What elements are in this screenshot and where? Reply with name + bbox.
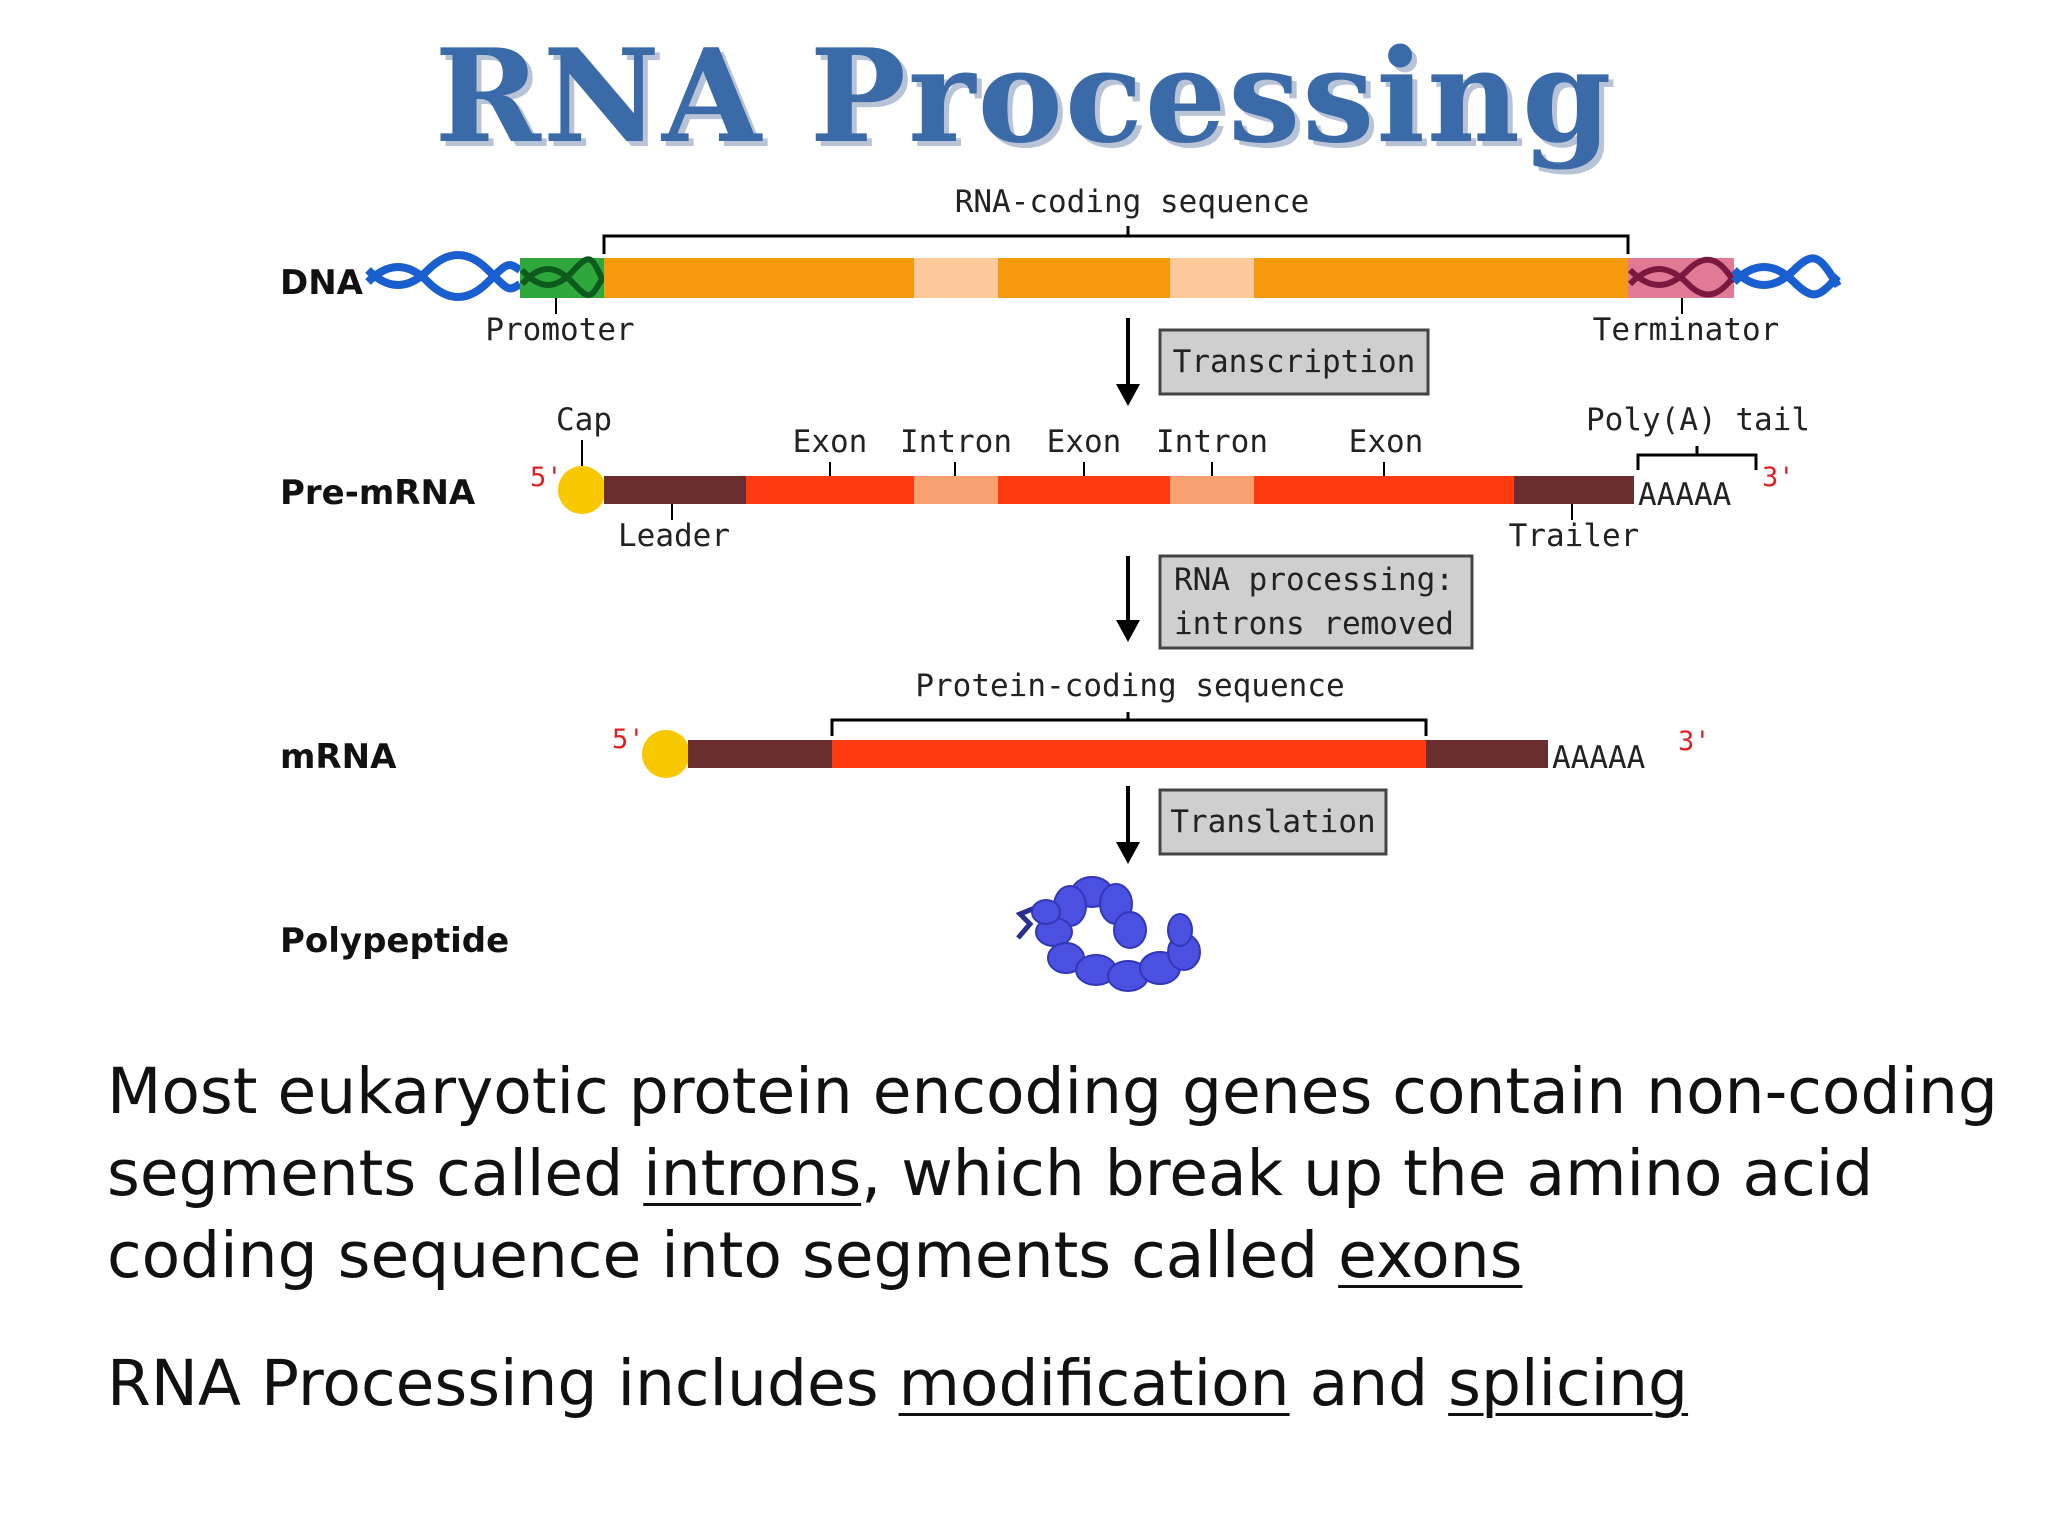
mrna-5-prime: 5' bbox=[612, 724, 645, 755]
poly-a-tail-label: Poly(A) tail bbox=[1586, 402, 1810, 438]
leader-label: Leader bbox=[618, 518, 730, 554]
promoter-label: Promoter bbox=[485, 312, 634, 348]
translation-label: Translation bbox=[1170, 804, 1375, 840]
dna-exon-1 bbox=[604, 258, 914, 298]
polypeptide-icon bbox=[1015, 876, 1201, 992]
row-label-mrna: mRNA bbox=[280, 737, 397, 777]
pre-mrna-exon-2 bbox=[998, 476, 1170, 504]
para1-text-b: , which break up the amino acid coding s… bbox=[107, 1137, 1874, 1292]
para2-text-a: RNA Processing includes bbox=[107, 1347, 899, 1420]
dna-intron-2 bbox=[1170, 258, 1254, 298]
row-label-dna: DNA bbox=[280, 263, 364, 303]
terminator-helix-icon bbox=[1627, 256, 1737, 298]
rna-processing-label-line1: RNA processing: bbox=[1174, 562, 1454, 598]
terminator-label: Terminator bbox=[1593, 312, 1780, 348]
intron-label-2: Intron bbox=[1156, 424, 1268, 460]
poly-a-tail-bracket bbox=[1636, 446, 1758, 470]
pre-mrna-intron-1 bbox=[914, 476, 998, 504]
mrna-trailer bbox=[1426, 740, 1548, 768]
promoter-helix-icon bbox=[519, 256, 607, 298]
mrna-cap bbox=[642, 730, 690, 778]
row-label-polypeptide: Polypeptide bbox=[280, 921, 509, 961]
mrna-3-prime: 3' bbox=[1678, 726, 1711, 757]
mrna-leader bbox=[688, 740, 832, 768]
pre-mrna-poly-a: AAAAA bbox=[1638, 477, 1732, 513]
dna-helix-right-icon bbox=[1731, 254, 1842, 299]
dna-helix-left-icon bbox=[365, 251, 523, 301]
dna-intron-1 bbox=[914, 258, 998, 298]
trailer-label: Trailer bbox=[1509, 518, 1640, 554]
protein-coding-bracket bbox=[830, 712, 1428, 736]
rna-processing-diagram: DNA RNA-coding sequence Promoter Termina… bbox=[280, 184, 1842, 992]
dna-exon-3 bbox=[1254, 258, 1628, 298]
pre-mrna-leader bbox=[604, 476, 746, 504]
pre-mrna-trailer bbox=[1514, 476, 1634, 504]
protein-coding-sequence-label: Protein-coding sequence bbox=[915, 668, 1344, 704]
paragraph-introns-exons: Most eukaryotic protein encoding genes c… bbox=[107, 1051, 2027, 1297]
dna-exon-2 bbox=[998, 258, 1170, 298]
transcription-label: Transcription bbox=[1173, 344, 1416, 380]
pre-mrna-exon-3 bbox=[1254, 476, 1514, 504]
exon-label-2: Exon bbox=[1047, 424, 1122, 460]
rna-coding-bracket bbox=[602, 226, 1630, 254]
row-label-pre-mrna: Pre-mRNA bbox=[280, 473, 476, 513]
term-exons: exons bbox=[1338, 1219, 1523, 1292]
pre-mrna-exon-1 bbox=[746, 476, 914, 504]
translation-step-box bbox=[1158, 788, 1388, 856]
rna-processing-label-line2: introns removed bbox=[1174, 606, 1454, 642]
para1-text-a: Most eukaryotic protein encoding genes c… bbox=[107, 1055, 1998, 1210]
mrna-coding-region bbox=[832, 740, 1426, 768]
intron-label-1: Intron bbox=[900, 424, 1012, 460]
para2-text-and: and bbox=[1289, 1347, 1449, 1420]
pre-mrna-cap bbox=[558, 466, 606, 514]
term-splicing: splicing bbox=[1448, 1347, 1689, 1420]
term-modification: modification bbox=[898, 1347, 1290, 1420]
slide-title: RNA Processing bbox=[434, 22, 1614, 172]
cap-label: Cap bbox=[556, 402, 612, 438]
rna-coding-sequence-label: RNA-coding sequence bbox=[955, 184, 1310, 220]
pre-mrna-5-prime: 5' bbox=[530, 462, 563, 493]
exon-label-3: Exon bbox=[1349, 424, 1424, 460]
paragraph-rna-processing: RNA Processing includes modification and… bbox=[107, 1343, 2027, 1425]
transcription-step-box bbox=[1158, 328, 1430, 396]
pre-mrna-3-prime: 3' bbox=[1762, 462, 1795, 493]
mrna-poly-a: AAAAA bbox=[1552, 740, 1646, 776]
term-introns: introns bbox=[643, 1137, 862, 1210]
exon-label-1: Exon bbox=[793, 424, 868, 460]
rna-processing-step-box bbox=[1158, 554, 1474, 650]
pre-mrna-intron-2 bbox=[1170, 476, 1254, 504]
